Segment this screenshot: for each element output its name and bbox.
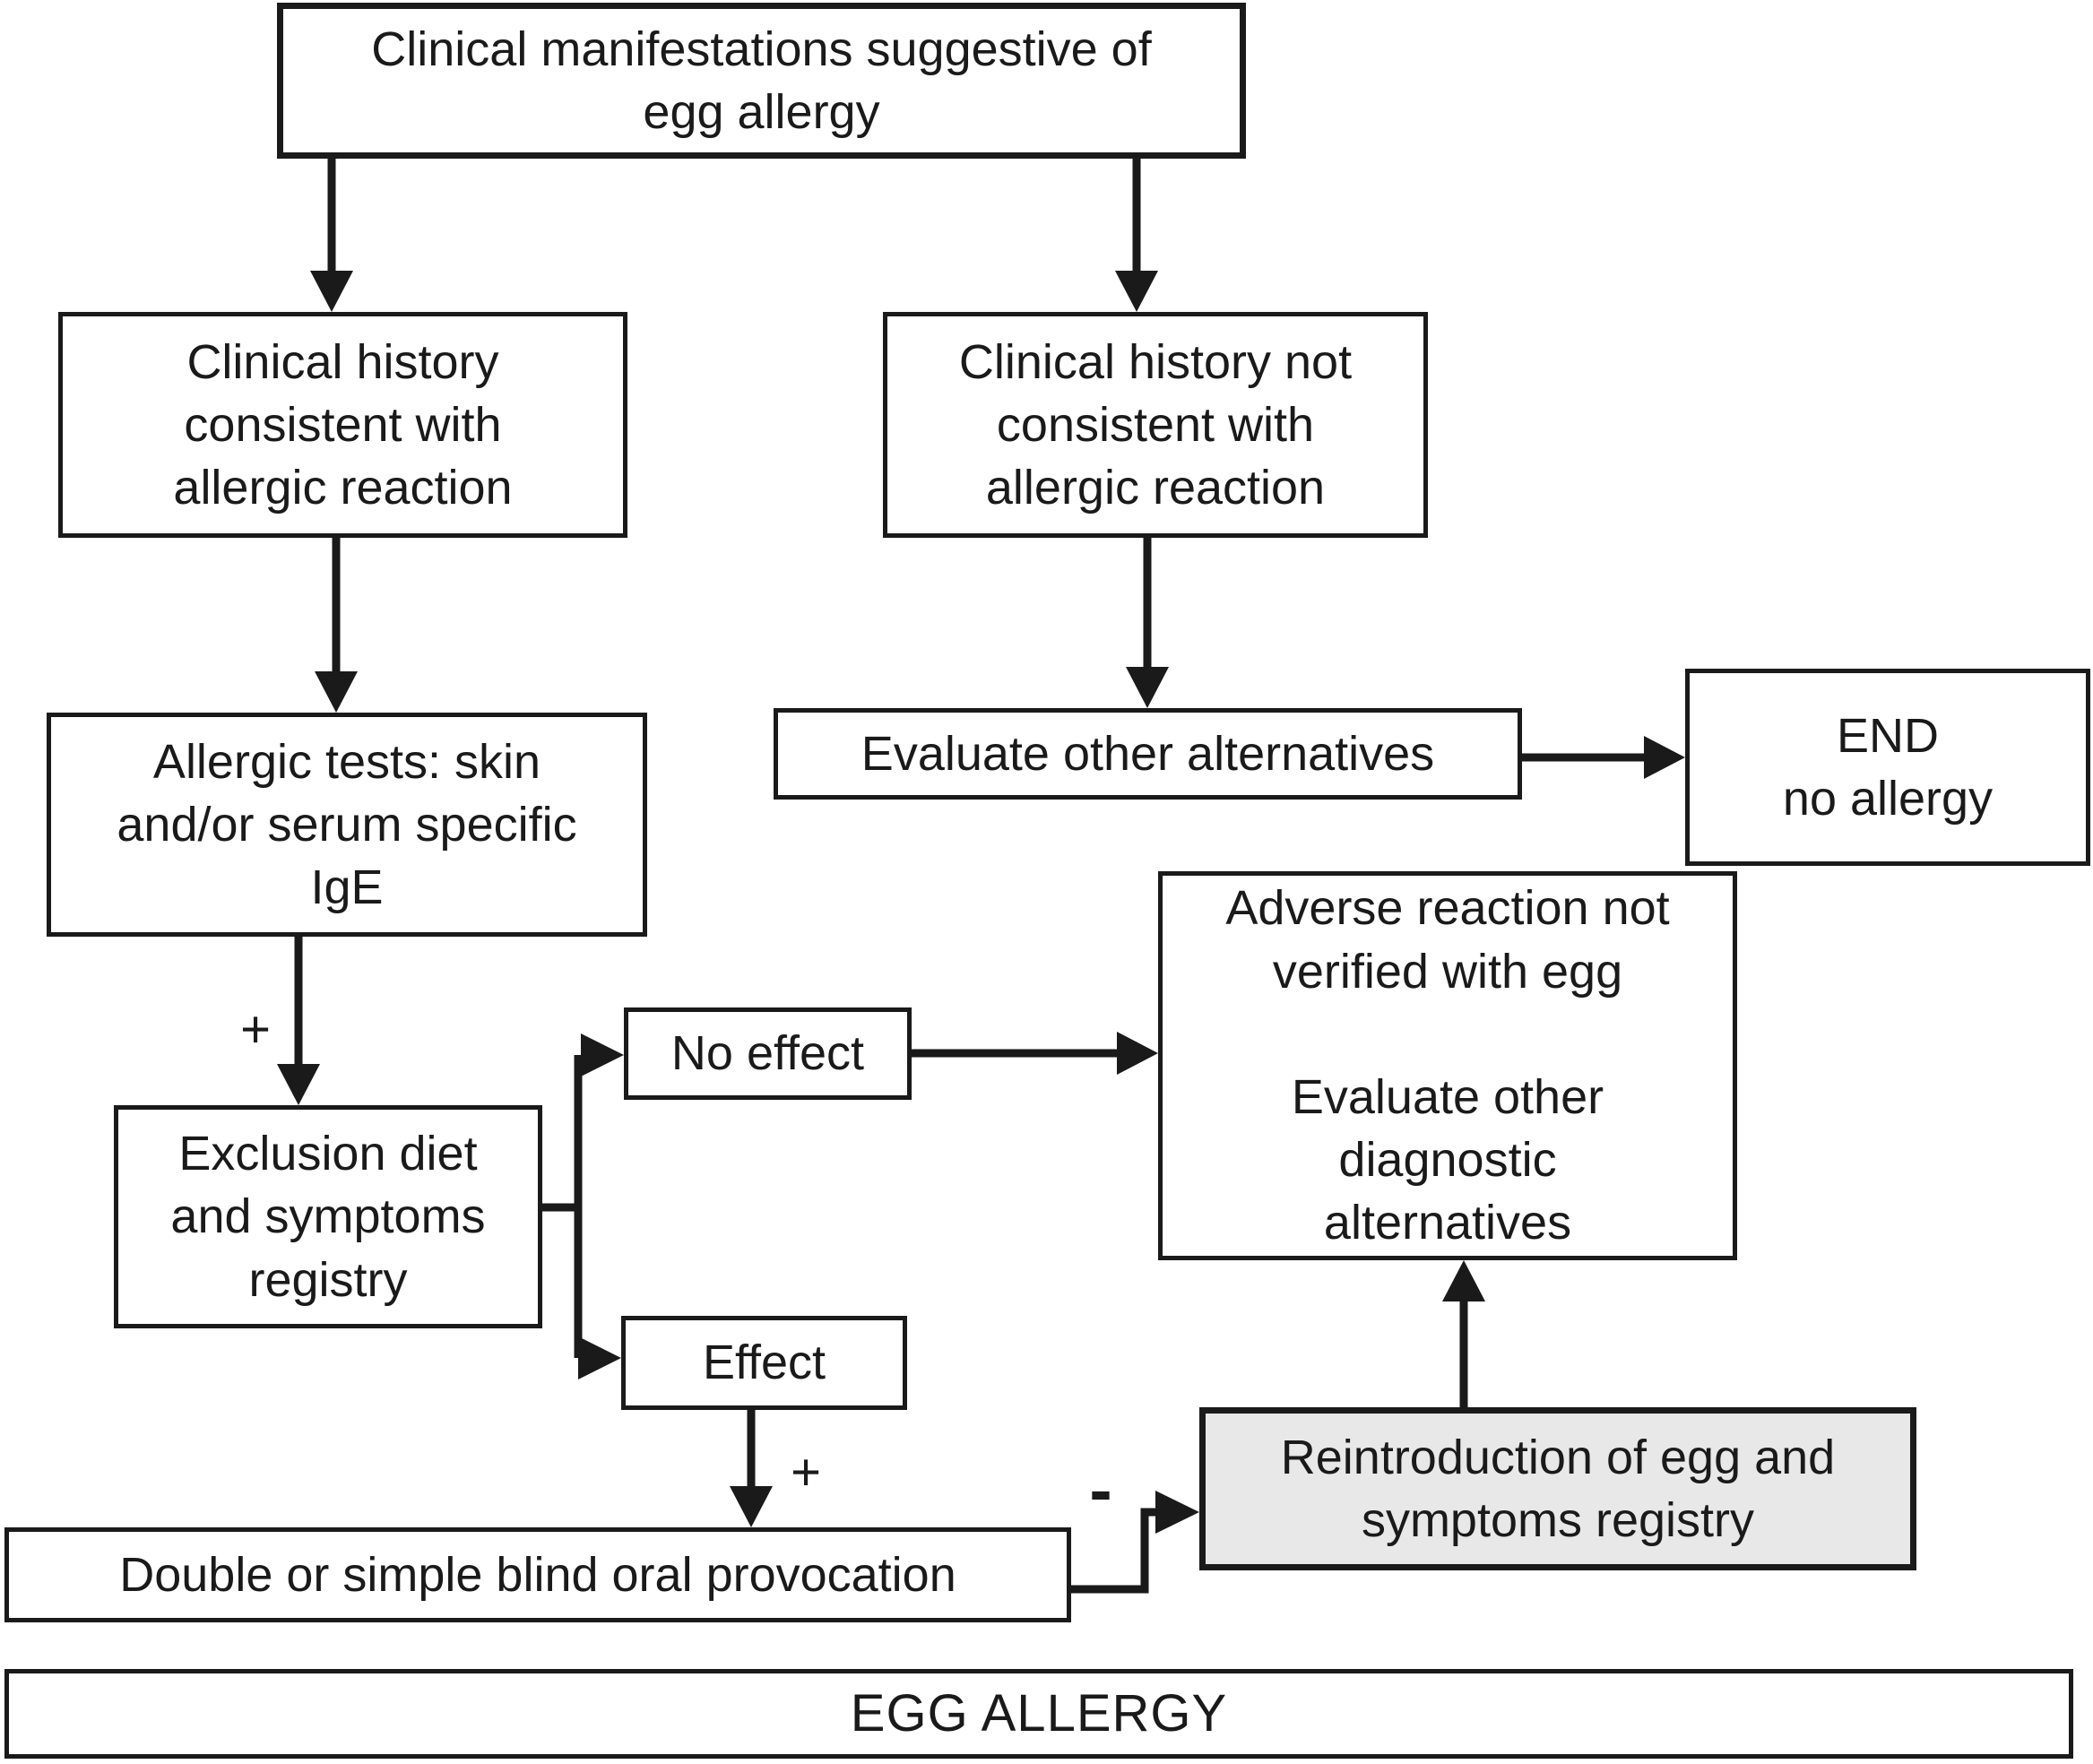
node-no-effect-label: No effect xyxy=(670,1026,865,1081)
arrowhead-into-no-effect xyxy=(581,1033,624,1077)
arrowhead-into-evaluate xyxy=(1126,667,1169,708)
node-history-consistent-label: Clinical history consistent with allergi… xyxy=(173,334,513,515)
node-adverse-reaction-label: Adverse reaction not verified with egg E… xyxy=(1225,881,1670,1250)
arrowhead-into-reintroduction xyxy=(1155,1491,1199,1534)
node-exclusion-diet: Exclusion diet and symptoms registry xyxy=(114,1105,542,1328)
node-clinical-manifestations-label: Clinical manifestations suggestive of eg… xyxy=(371,22,1152,139)
node-exclusion-diet-label: Exclusion diet and symptoms registry xyxy=(170,1127,486,1307)
node-allergic-tests: Allergic tests: skin and/or serum specif… xyxy=(47,713,647,937)
edge-label-minus-after-provocation: - xyxy=(1089,1451,1112,1528)
node-end-no-allergy-label: END no allergy xyxy=(1782,708,1994,826)
node-adverse-reaction: Adverse reaction not verified with egg E… xyxy=(1158,871,1737,1260)
connector-provocation-to-reintroduction xyxy=(1071,1508,1157,1594)
arrowhead-into-effect xyxy=(578,1336,621,1379)
node-history-not-consistent-label: Clinical history not consistent with all… xyxy=(958,334,1353,515)
edge-label-plus-after-tests: + xyxy=(240,999,271,1059)
node-evaluate-alternatives: Evaluate other alternatives xyxy=(774,708,1522,800)
node-history-not-consistent: Clinical history not consistent with all… xyxy=(883,312,1428,538)
arrowhead-into-adverse-bottom xyxy=(1442,1260,1485,1301)
node-no-effect: No effect xyxy=(624,1007,912,1100)
node-reintroduction-label: Reintroduction of egg and symptoms regis… xyxy=(1280,1430,1836,1547)
node-effect: Effect xyxy=(621,1316,907,1410)
arrowhead-into-end xyxy=(1644,736,1685,779)
arrowhead-into-adverse-left xyxy=(1117,1032,1158,1075)
node-history-consistent: Clinical history consistent with allergi… xyxy=(58,312,627,538)
arrowhead-into-provocation xyxy=(730,1486,773,1527)
node-end-no-allergy: END no allergy xyxy=(1685,669,2090,866)
node-oral-provocation: Double or simple blind oral provocation xyxy=(4,1527,1071,1622)
node-egg-allergy-label: EGG ALLERGY xyxy=(850,1684,1228,1743)
node-egg-allergy: EGG ALLERGY xyxy=(4,1669,2073,1759)
connector-exclusion-branch xyxy=(542,1055,583,1358)
edge-label-plus-after-effect: + xyxy=(791,1442,821,1501)
arrowhead-into-exclusion xyxy=(277,1064,320,1105)
node-reintroduction: Reintroduction of egg and symptoms regis… xyxy=(1199,1407,1916,1570)
node-evaluate-alternatives-label: Evaluate other alternatives xyxy=(861,726,1435,781)
node-effect-label: Effect xyxy=(702,1336,826,1390)
node-clinical-manifestations: Clinical manifestations suggestive of eg… xyxy=(277,3,1246,159)
arrowhead-into-consistent xyxy=(310,271,353,312)
node-allergic-tests-label: Allergic tests: skin and/or serum specif… xyxy=(117,734,577,915)
arrowhead-into-not-consistent xyxy=(1115,271,1158,312)
arrowhead-into-tests xyxy=(315,671,358,713)
node-oral-provocation-label: Double or simple blind oral provocation xyxy=(119,1547,956,1602)
